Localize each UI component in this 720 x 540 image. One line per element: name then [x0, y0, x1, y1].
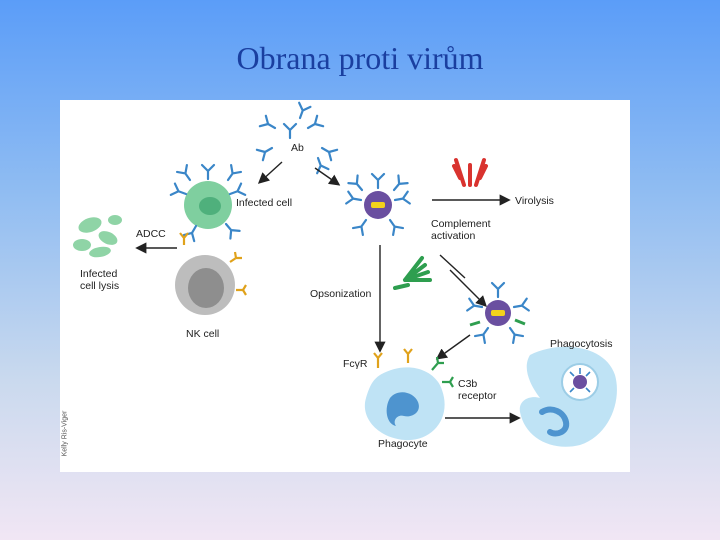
- image-credit: Kelly Ris-Viger: [61, 410, 69, 457]
- phagocyte: [364, 348, 454, 441]
- label-adcc: ADCC: [136, 228, 166, 240]
- arrows: [135, 161, 521, 424]
- lysed-cell-fragments: [73, 215, 122, 258]
- immune-defense-diagram: Ab Infected cell Virolysis ADCC Compleme…: [60, 100, 630, 472]
- free-antibodies: [255, 101, 339, 175]
- nk-cell: [175, 232, 247, 315]
- label-nk-cell: NK cell: [186, 328, 220, 340]
- label-infected-cell-lysis: Infected cell lysis: [80, 268, 120, 292]
- virion-with-antibodies: [345, 172, 411, 237]
- arrow-to-virion: [314, 167, 341, 186]
- diagram-canvas: [73, 101, 617, 447]
- slide-title: Obrana proti virům: [236, 40, 484, 76]
- label-complement-activation: Complement activation: [431, 218, 491, 242]
- label-infected-cell: Infected cell: [236, 197, 293, 209]
- label-virolysis: Virolysis: [515, 195, 554, 207]
- arrow-to-infected-cell: [257, 161, 283, 184]
- label-ab: Ab: [291, 142, 304, 154]
- infected-cell: [169, 163, 247, 243]
- opsonized-virion: [466, 281, 530, 345]
- arrow-to-c3b-receptor: [435, 334, 471, 360]
- label-c3b-receptor: C3b receptor: [458, 378, 497, 402]
- complement-complex: [452, 158, 488, 187]
- label-phagocyte: Phagocyte: [378, 438, 428, 450]
- label-fcyr: FcγR: [343, 358, 368, 370]
- label-opsonization: Opsonization: [310, 288, 372, 300]
- arrow-complement-2: [449, 269, 487, 307]
- c3b-complex: [393, 256, 432, 290]
- phagocytosis-cell: [519, 346, 617, 447]
- label-phagocytosis: Phagocytosis: [550, 338, 613, 350]
- arrow-complement-1: [439, 254, 466, 279]
